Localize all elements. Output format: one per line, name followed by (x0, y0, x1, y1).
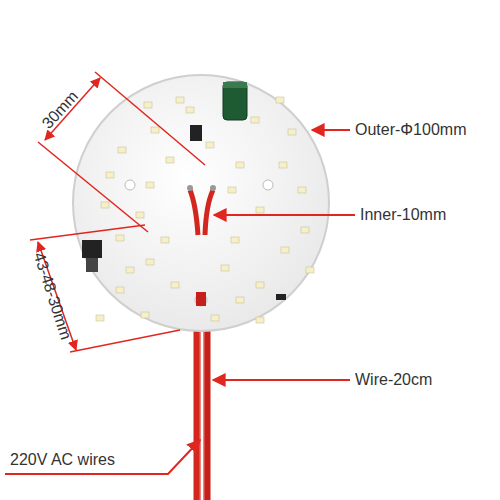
led-chip (256, 282, 264, 288)
callout-label: Wire-20cm (355, 372, 432, 388)
led-chip (276, 97, 284, 103)
led-chip (116, 235, 124, 241)
led-chip (221, 265, 229, 271)
led-chip (251, 117, 259, 123)
led-chip (298, 187, 306, 193)
led-chip (136, 212, 144, 218)
led-chip (146, 182, 154, 188)
led-chip (186, 107, 194, 113)
led-chip (126, 267, 134, 273)
led-chip (161, 237, 169, 243)
led-chip (166, 157, 174, 163)
led-chips (96, 97, 314, 323)
led-chip (151, 127, 159, 133)
led-chip (231, 237, 239, 243)
led-chip (256, 207, 264, 213)
led-chip (141, 312, 149, 318)
callout-label: Inner-10mm (360, 207, 446, 223)
led-chip (211, 315, 219, 321)
led-chip (301, 227, 309, 233)
led-chip (96, 315, 104, 321)
led-chip (118, 147, 126, 153)
led-chip (281, 247, 289, 253)
led-chip (106, 172, 114, 178)
led-chip (101, 202, 109, 208)
led-chip (171, 282, 179, 288)
led-chip (228, 187, 236, 193)
led-chip (256, 317, 264, 323)
led-chip (146, 259, 154, 265)
led-chip (144, 102, 152, 108)
led-chip (288, 129, 296, 135)
callout-label: Outer-Φ100mm (355, 122, 466, 138)
callout-label: 220V AC wires (10, 452, 115, 468)
dimension-label: 43-48-30mm (30, 250, 73, 341)
led-chip (279, 162, 287, 168)
capacitor (223, 82, 247, 120)
dimension-label: 30mm (39, 88, 81, 132)
led-chip (236, 297, 244, 303)
led-chip (236, 162, 244, 168)
led-chip (116, 287, 124, 293)
led-chip (176, 97, 184, 103)
led-chip (206, 142, 214, 148)
led-chip (306, 267, 314, 273)
